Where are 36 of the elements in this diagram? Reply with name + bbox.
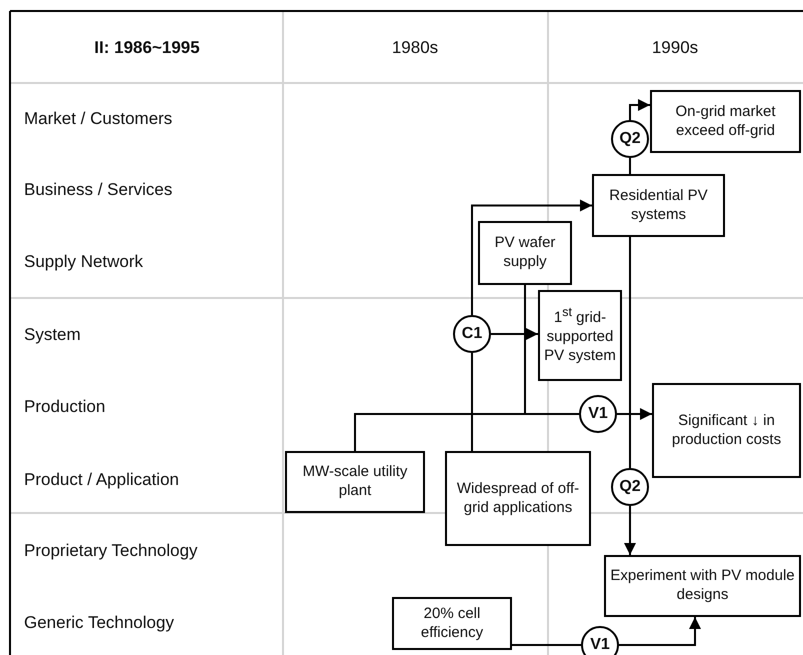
arrow [617,408,652,420]
arrow [624,506,636,555]
process-box: Residential PV systems [592,174,725,237]
row-label: Market / Customers [24,109,172,129]
milestone-circle: C1 [453,315,491,353]
row-label: System [24,325,81,345]
milestone-circle: Q2 [611,468,649,506]
milestone-circle: V1 [579,395,617,433]
column-header: 1980s [392,38,438,58]
connector-line [524,285,579,415]
row-label: Production [24,397,106,417]
connector-line [471,353,473,451]
column-header: 1990s [652,38,698,58]
column-header: II: 1986~1995 [94,38,200,58]
process-box: PV wafer supply [478,221,572,285]
process-box: Experiment with PV module designs [604,555,801,617]
arrow [619,617,701,646]
process-box: 20% cell efficiency [392,597,512,650]
process-box: 1$^{st}$ grid-supported PV system [538,290,622,381]
row-label: Business / Services [24,180,172,200]
process-box: Significant ↓ in production costs [652,383,801,478]
connector-line [629,158,631,174]
process-box: MW-scale utility plant [285,451,425,513]
arrow [491,328,538,340]
row-label: Supply Network [24,252,144,272]
row-label: Product / Application [24,470,179,490]
milestone-circle: V1 [581,626,619,655]
milestone-circle: Q2 [611,120,649,158]
process-box: Widespread of off-grid applications [445,451,591,546]
arrow [471,200,592,315]
row-label: Proprietary Technology [24,541,198,561]
process-box: On-grid market exceed off-grid [650,90,801,153]
row-label: Generic Technology [24,613,174,633]
connector-line [512,644,581,646]
arrow [629,99,650,120]
connector-line [629,237,631,468]
